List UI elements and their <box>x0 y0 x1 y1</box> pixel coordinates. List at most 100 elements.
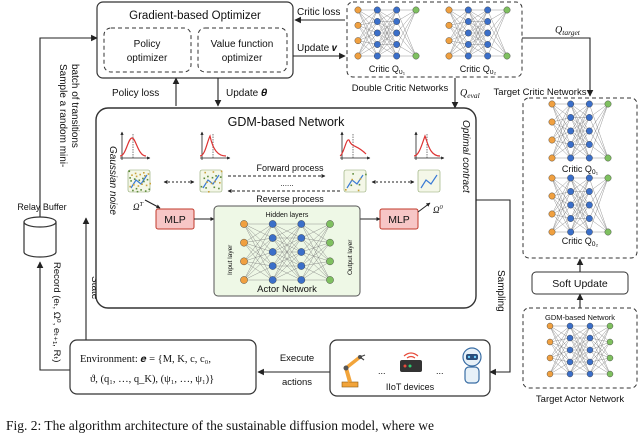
net-node <box>606 338 614 346</box>
net-edge <box>589 103 609 159</box>
net-node <box>606 370 614 378</box>
net-node <box>240 276 248 284</box>
noise-pixel <box>213 186 216 189</box>
net-node <box>373 18 381 25</box>
net-edge <box>357 9 378 22</box>
net-edge <box>549 325 571 375</box>
net-edge <box>301 237 331 281</box>
iiot-dots-right: ... <box>436 366 444 376</box>
net-edge <box>549 341 571 363</box>
net-edge <box>549 325 571 351</box>
net-edge <box>570 218 590 233</box>
noise-pixel <box>149 182 151 185</box>
net-edge <box>589 341 611 375</box>
net-node <box>566 334 574 342</box>
net-edge <box>589 103 609 132</box>
net-node <box>548 192 556 200</box>
noise-pixel <box>365 173 367 176</box>
net-node <box>546 322 554 330</box>
net-edge <box>551 130 571 141</box>
noise-pixel <box>206 181 208 183</box>
net-edge <box>487 9 508 57</box>
net-edge <box>301 223 331 267</box>
actor-network-box <box>213 205 361 297</box>
net-edge <box>448 25 469 34</box>
net-edge <box>272 265 302 281</box>
noise-pixel <box>352 173 354 175</box>
net-edge <box>448 9 469 45</box>
net-edge <box>448 9 469 41</box>
value-optimizer-line1: Value function <box>211 39 274 50</box>
net-edge <box>448 9 469 34</box>
net-edge <box>448 21 469 57</box>
net-edge <box>549 341 571 375</box>
net-edge <box>243 223 273 243</box>
net-node <box>393 52 401 60</box>
target-actor-neural-net <box>546 322 614 378</box>
humanoid-robot-icon <box>462 347 482 384</box>
net-node <box>604 228 612 236</box>
net-edge <box>448 9 469 22</box>
image-frame <box>343 169 367 193</box>
net-edge <box>468 9 488 45</box>
net-node <box>567 201 575 209</box>
net-node <box>297 234 306 242</box>
noise-pixel <box>357 189 360 192</box>
net-edge <box>551 121 571 145</box>
omega-0-label: Ω0 <box>433 204 444 215</box>
net-edge <box>551 204 571 215</box>
noise-pixel <box>359 178 362 180</box>
net-edge <box>396 44 417 57</box>
net-edge <box>589 218 609 233</box>
distribution-plot <box>413 131 445 160</box>
net-node <box>546 354 554 362</box>
net-node <box>604 174 612 182</box>
value-optimizer-line2: optimizer <box>222 53 263 64</box>
noise-pixel <box>140 189 142 191</box>
net-edge <box>487 44 508 57</box>
net-edge <box>357 32 378 57</box>
net-edge <box>549 325 571 363</box>
net-node <box>484 41 492 48</box>
net-node <box>326 220 334 228</box>
net-edge <box>301 223 331 243</box>
net-node <box>326 276 334 284</box>
net-node <box>585 188 593 195</box>
net-edge <box>243 223 273 239</box>
denoise-image <box>417 169 441 193</box>
net-edge <box>301 237 331 243</box>
noise-pixel <box>203 177 206 180</box>
noise-pixel <box>351 178 353 181</box>
net-node <box>586 334 594 342</box>
net-edge <box>589 325 611 351</box>
net-edge <box>589 337 611 375</box>
net-edge <box>396 9 417 22</box>
net-node <box>354 6 362 14</box>
net-node <box>268 248 277 256</box>
distribution-plots <box>119 131 445 160</box>
plot-curve <box>119 137 147 157</box>
net-edge <box>357 21 378 41</box>
net-node <box>585 174 593 182</box>
net-edge <box>243 223 273 267</box>
net-edge <box>589 325 611 359</box>
net-edge <box>448 9 469 57</box>
record-label: Record (eₜ, Ω⁰, eₜ₊₁, Rₜ) <box>51 262 62 362</box>
net-node <box>586 346 594 354</box>
target-critic-title: Target Critic Networks <box>494 87 587 98</box>
noise-pixel <box>218 187 220 190</box>
net-edge <box>589 325 611 343</box>
noise-pixel <box>204 171 206 174</box>
net-edge <box>551 117 571 141</box>
net-edge <box>589 325 611 375</box>
net-node <box>585 141 593 148</box>
net-edge <box>487 9 508 22</box>
target-actor-title: Target Actor Network <box>536 394 624 405</box>
net-edge <box>551 177 571 197</box>
net-node <box>297 220 306 228</box>
noise-pixel <box>220 170 223 173</box>
noise-pixel <box>128 170 131 173</box>
sample-label-1: Sample a random mini- <box>57 64 68 167</box>
net-edge <box>589 337 611 359</box>
